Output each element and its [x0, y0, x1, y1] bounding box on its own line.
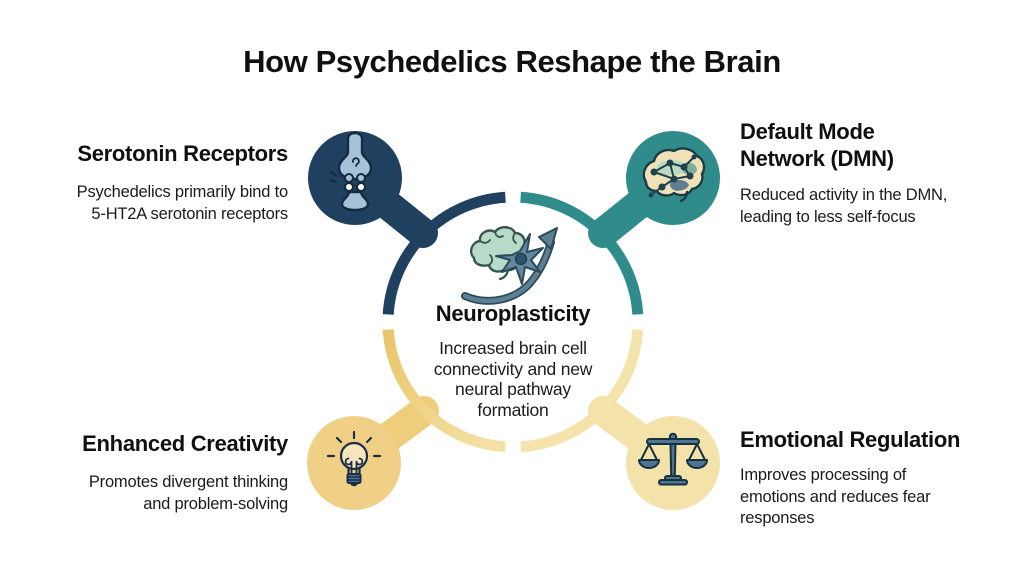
section-dmn-heading: Default Mode Network (DMN)	[740, 119, 894, 171]
page-title: How Psychedelics Reshape the Brain	[243, 44, 781, 79]
center-heading: Neuroplasticity	[435, 301, 591, 326]
brain-neuron-growth-arrow-icon	[461, 226, 558, 305]
synapse-icon	[329, 131, 373, 212]
section-dmn-text: Default Mode Network (DMN) Reduced activ…	[740, 118, 1012, 228]
section-creativity-description: Promotes divergent thinking and problem-…	[88, 473, 288, 513]
lightbulb-icon	[326, 430, 382, 487]
section-serotonin-text: Serotonin Receptors Psychedelics primari…	[8, 140, 289, 225]
center-hub-text: Neuroplasticity Increased brain cell con…	[391, 301, 635, 420]
section-creativity-text: Enhanced Creativity Promotes divergent t…	[8, 430, 288, 515]
section-serotonin-description: Psychedelics primarily bind to 5-HT2A se…	[76, 183, 289, 223]
ring-arc-northwest	[382, 191, 506, 315]
section-dmn-description: Reduced activity in the DMN, leading to …	[740, 186, 948, 226]
ring-arc-northeast	[520, 191, 644, 315]
section-emotion-text: Emotional Regulation Improves processing…	[740, 426, 1020, 530]
ring-arc-southwest	[382, 329, 506, 453]
center-description: Increased brain cell connectivity and ne…	[433, 338, 593, 420]
scales-icon	[638, 432, 708, 486]
ring-arc-southeast	[520, 329, 644, 453]
section-emotion-heading: Emotional Regulation	[740, 427, 961, 452]
brain-network-icon	[642, 147, 706, 203]
section-emotion-description: Improves processing of emotions and redu…	[740, 466, 931, 527]
section-creativity-heading: Enhanced Creativity	[82, 431, 288, 456]
satellite-circle-creativity	[307, 416, 401, 510]
section-serotonin-heading: Serotonin Receptors	[77, 141, 288, 166]
